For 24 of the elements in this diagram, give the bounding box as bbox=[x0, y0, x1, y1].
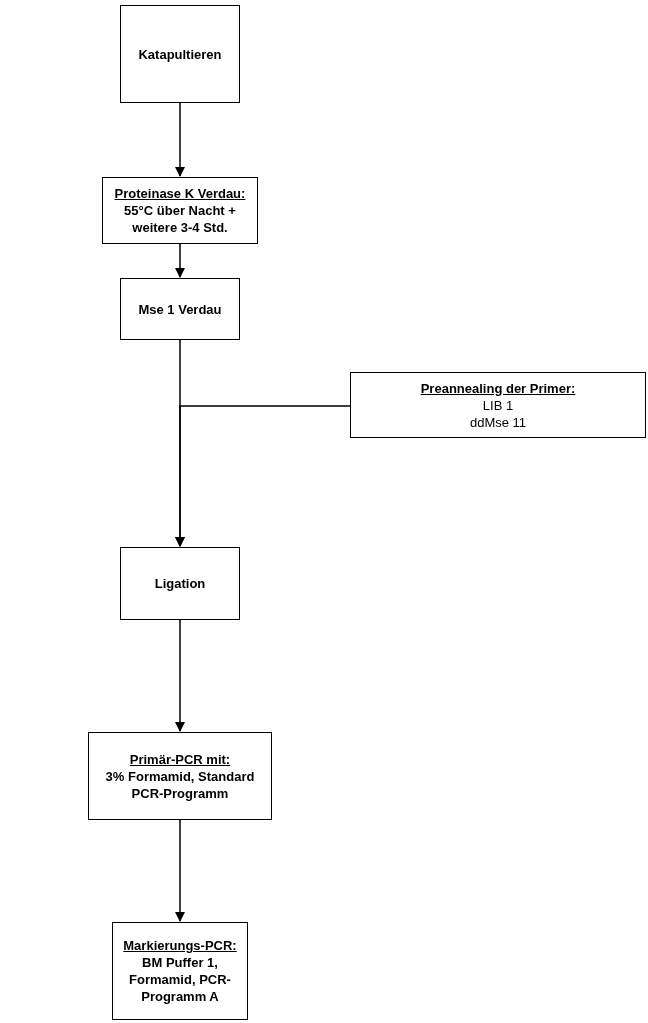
step-label: Mse 1 Verdau bbox=[138, 300, 222, 318]
process-box bbox=[120, 547, 240, 620]
primer-name: LIB 1 bbox=[482, 396, 514, 414]
step-heading: Preannealing der Primer: bbox=[420, 379, 576, 397]
process-box bbox=[102, 177, 258, 244]
process-box bbox=[120, 5, 240, 103]
step-details: BM Puffer 1, Formamid, PCR-Programm A bbox=[128, 954, 232, 1005]
arrow bbox=[175, 102, 185, 177]
step-label: Katapultieren bbox=[138, 45, 222, 63]
arrow bbox=[175, 619, 185, 732]
step-heading: Markierungs-PCR: bbox=[123, 937, 237, 954]
primer-name: ddMse 11 bbox=[469, 413, 527, 431]
step-label: Ligation bbox=[154, 575, 206, 592]
step-heading: Proteinase K Verdau: bbox=[114, 185, 246, 202]
process-box bbox=[120, 278, 240, 340]
step-details: 55°C über Nacht + weitere 3-4 Std. bbox=[123, 202, 237, 236]
process-box bbox=[88, 732, 272, 820]
arrow bbox=[175, 405, 351, 547]
step-details: 3% Formamid, Standard PCR-Programm bbox=[104, 767, 256, 802]
arrow bbox=[175, 819, 185, 922]
step-heading: Primär-PCR mit: bbox=[129, 750, 231, 768]
arrow bbox=[175, 243, 185, 278]
process-box bbox=[350, 372, 646, 438]
process-box bbox=[112, 922, 248, 1020]
